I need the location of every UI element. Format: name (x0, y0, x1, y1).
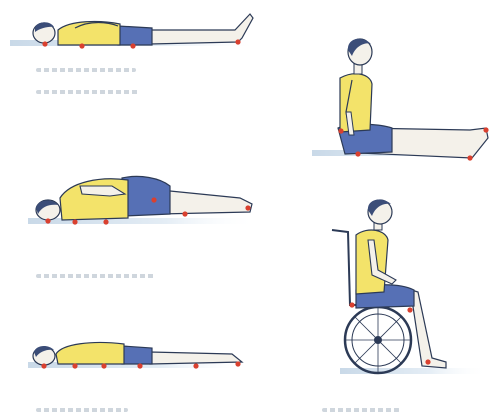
pose-side-lying (28, 176, 258, 224)
shirt (56, 342, 124, 364)
pressure-point (130, 43, 135, 48)
pose-long-sitting (312, 39, 489, 161)
pressure-point (79, 43, 84, 48)
pose-wheelchair-sitting (332, 199, 488, 374)
pressure-point (151, 197, 156, 202)
pressure-point (101, 363, 106, 368)
shorts (122, 176, 170, 216)
legs (150, 352, 242, 364)
pressure-point (355, 151, 360, 156)
pose-prone (28, 342, 248, 368)
pressure-point (349, 302, 354, 307)
shorts (118, 26, 152, 45)
pressure-point (425, 359, 430, 364)
pose-supine (10, 14, 260, 49)
shorts (122, 346, 152, 364)
pressure-point (407, 307, 412, 312)
shirt (60, 179, 128, 220)
pressure-point (137, 363, 142, 368)
caption-placeholder (36, 90, 140, 94)
pressure-point (103, 219, 108, 224)
pressure-point (467, 155, 472, 160)
pressure-point (338, 128, 343, 133)
shirt (340, 74, 372, 132)
pressure-point (41, 363, 46, 368)
pressure-point (235, 39, 240, 44)
caption-placeholder (36, 408, 128, 412)
pressure-point (72, 219, 77, 224)
shirt (58, 22, 120, 45)
wheelchair-wheel (345, 307, 411, 373)
pressure-point (245, 205, 250, 210)
pressure-point (42, 41, 47, 46)
pressure-point (193, 363, 198, 368)
pressure-point (72, 363, 77, 368)
pressure-point (182, 211, 187, 216)
legs (160, 190, 252, 214)
pressure-point (45, 218, 50, 223)
pressure-point (483, 127, 488, 132)
pressure-point (235, 361, 240, 366)
caption-placeholder (36, 274, 156, 278)
caption-placeholder (36, 68, 136, 72)
caption-placeholder (322, 408, 400, 412)
